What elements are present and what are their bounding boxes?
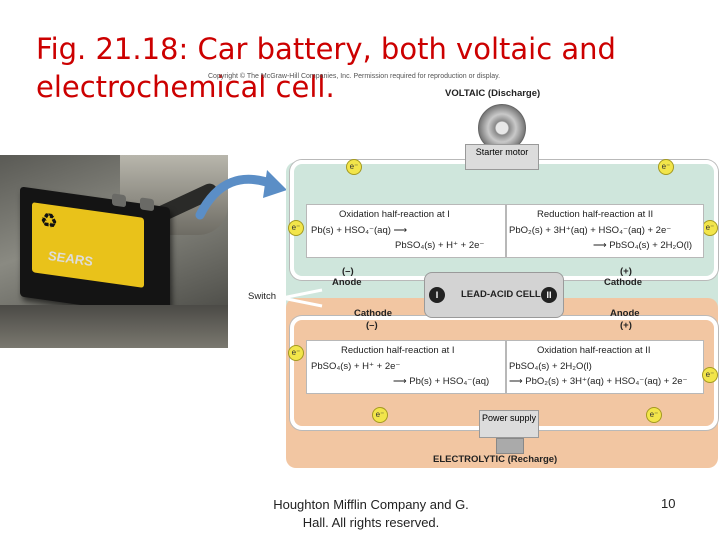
voltaic-left-eq2: PbSO₄(s) + H⁺ + 2e⁻ bbox=[395, 240, 485, 251]
electrolytic-reduction-box: Reduction half-reaction at I PbSO₄(s) + … bbox=[306, 340, 506, 394]
recycle-icon: ♻ bbox=[40, 209, 58, 234]
voltaic-heading: VOLTAIC (Discharge) bbox=[445, 88, 541, 99]
lead-acid-diagram: VOLTAIC (Discharge) Starter motor e⁻ e⁻ … bbox=[228, 80, 720, 480]
electron-icon: e⁻ bbox=[372, 407, 388, 423]
voltaic-right-eq2: ⟶ PbSO₄(s) + 2H₂O(l) bbox=[593, 240, 693, 251]
pointer-arrow-icon bbox=[195, 170, 287, 220]
electron-icon: e⁻ bbox=[658, 159, 674, 175]
voltaic-left-role: Anode bbox=[332, 277, 362, 288]
lead-acid-cell: I LEAD-ACID CELL II bbox=[424, 272, 564, 318]
electrolytic-left-role: Cathode bbox=[354, 308, 392, 319]
electrode-one: I bbox=[429, 287, 445, 303]
electrolytic-oxidation-box: Oxidation half-reaction at II PbSO₄(s) +… bbox=[506, 340, 704, 394]
voltaic-right-title: Reduction half-reaction at II bbox=[537, 209, 654, 220]
electron-icon: e⁻ bbox=[346, 159, 362, 175]
cell-name: LEAD-ACID CELL bbox=[461, 289, 541, 300]
electron-icon: e⁻ bbox=[288, 345, 304, 361]
electron-icon: e⁻ bbox=[646, 407, 662, 423]
electron-icon: e⁻ bbox=[702, 220, 718, 236]
battery-terminal bbox=[140, 197, 154, 212]
slide-title: Fig. 21.18: Car battery, both voltaic an… bbox=[36, 30, 656, 106]
electrolytic-left-title: Reduction half-reaction at I bbox=[341, 345, 455, 356]
starter-motor-box: Starter motor bbox=[465, 144, 539, 170]
battery-terminal bbox=[112, 193, 126, 208]
page-number: 10 bbox=[661, 496, 676, 511]
electrolytic-right-title: Oxidation half-reaction at II bbox=[537, 345, 651, 356]
voltaic-left-eq1: Pb(s) + HSO₄⁻(aq) ⟶ bbox=[311, 225, 408, 236]
car-battery-photo: ♻ SEARS bbox=[0, 155, 228, 348]
footer-credit: Houghton Mifflin Company and G. Hall. Al… bbox=[256, 496, 486, 532]
voltaic-left-title: Oxidation half-reaction at I bbox=[339, 209, 450, 220]
electrolytic-left-eq2: ⟶ Pb(s) + HSO₄⁻(aq) bbox=[393, 376, 490, 387]
electron-icon: e⁻ bbox=[702, 367, 718, 383]
electrolytic-left-eq1: PbSO₄(s) + H⁺ + 2e⁻ bbox=[311, 361, 401, 372]
power-supply-box: Power supply bbox=[479, 410, 539, 438]
electrolytic-right-eq2: ⟶ PbO₂(s) + 3H⁺(aq) + HSO₄⁻(aq) + 2e⁻ bbox=[509, 376, 688, 387]
voltaic-reduction-box: Reduction half-reaction at II PbO₂(s) + … bbox=[506, 204, 704, 258]
title-line-2: electrochemical cell. bbox=[36, 70, 335, 104]
electron-icon: e⁻ bbox=[288, 220, 304, 236]
electrolytic-heading: ELECTROLYTIC (Recharge) bbox=[433, 454, 558, 465]
title-line-1: Fig. 21.18: Car battery, both voltaic an… bbox=[36, 32, 616, 66]
voltaic-right-sign: (+) bbox=[620, 266, 632, 277]
electrode-two: II bbox=[541, 287, 557, 303]
switch-icon bbox=[282, 288, 323, 308]
electrolytic-left-sign: (–) bbox=[366, 320, 378, 331]
voltaic-left-sign: (–) bbox=[342, 266, 354, 277]
electrolytic-right-eq1: PbSO₄(s) + 2H₂O(l) bbox=[509, 361, 592, 372]
electrolytic-right-role: Anode bbox=[610, 308, 640, 319]
voltaic-oxidation-box: Oxidation half-reaction at I Pb(s) + HSO… bbox=[306, 204, 506, 258]
copyright-notice: Copyright © The McGraw-Hill Companies, I… bbox=[208, 73, 501, 80]
footer-line-2: Hall. All rights reserved. bbox=[302, 515, 440, 530]
voltaic-right-eq1: PbO₂(s) + 3H⁺(aq) + HSO₄⁻(aq) + 2e⁻ bbox=[509, 225, 672, 236]
footer-line-1: Houghton Mifflin Company and G. bbox=[273, 497, 469, 512]
electrolytic-right-sign: (+) bbox=[620, 320, 632, 331]
switch-label: Switch bbox=[248, 291, 276, 302]
voltaic-right-role: Cathode bbox=[604, 277, 642, 288]
plug-icon bbox=[496, 438, 524, 454]
battery-body: ♻ bbox=[20, 186, 170, 318]
engine-bay-lower bbox=[0, 305, 228, 348]
